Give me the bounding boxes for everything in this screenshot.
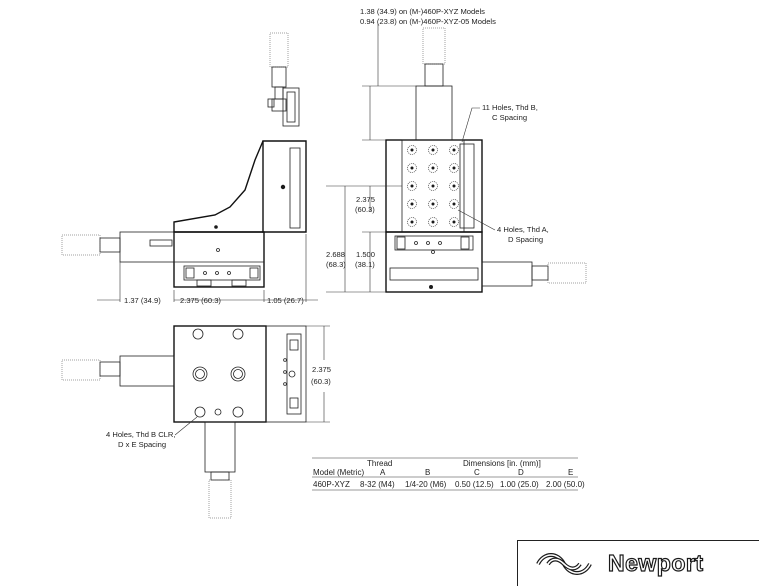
dim-60-3: (60.3) — [355, 205, 375, 214]
table-cell-c: 0.50 (12.5) — [455, 480, 494, 489]
front-view: 2.375 (60.3) 2.688 (68.3) 1.500 (38.1) 1… — [326, 7, 587, 293]
dim-side-60-3: (60.3) — [311, 377, 331, 386]
table-header-d: D — [518, 468, 524, 477]
holes-a-label: 4 Holes, Thd A, — [497, 225, 549, 234]
dim-1-37: 1.37 (34.9) — [124, 296, 161, 305]
table-header-e: E — [568, 468, 573, 477]
dim-2-688: 2.688 — [326, 250, 345, 259]
hole-pattern — [407, 145, 459, 227]
table-group-thread: Thread — [367, 459, 392, 468]
holes-b-spacing: C Spacing — [492, 113, 527, 122]
dim-38-1: (38.1) — [355, 260, 375, 269]
dim-2-375-horizontal: 2.375 (60.3) — [180, 296, 221, 305]
table-group-dimensions: Dimensions [in. (mm)] — [463, 459, 541, 468]
model-note-1: 1.38 (34.9) on (M-)460P-XYZ Models — [360, 7, 485, 16]
model-note-2: 0.94 (23.8) on (M-)460P-XYZ-05 Models — [360, 17, 496, 26]
table-cell-d: 1.00 (25.0) — [500, 480, 539, 489]
dim-1-500: 1.500 — [356, 250, 375, 259]
screw-icon — [280, 184, 286, 190]
table-header-c: C — [474, 468, 480, 477]
holes-bottom-spacing: D x E Spacing — [118, 440, 166, 449]
holes-a-spacing: D Spacing — [508, 235, 543, 244]
dim-68-3: (68.3) — [326, 260, 346, 269]
dim-1-05: 1.05 (26.7) — [267, 296, 304, 305]
logo-text: Newport — [607, 549, 704, 576]
newport-swoosh-icon — [536, 553, 592, 575]
specification-table: Thread Dimensions [in. (mm)] Model (Metr… — [312, 457, 585, 491]
table-header-a: A — [380, 468, 386, 477]
holes-bottom-label: 4 Holes, Thd B CLR, — [106, 430, 176, 439]
table-cell-model: 460P-XYZ — [313, 480, 350, 489]
table-cell-a: 8-32 (M4) — [360, 480, 395, 489]
holes-b-label: 11 Holes, Thd B, — [482, 103, 538, 112]
dim-2-375: 2.375 — [356, 195, 375, 204]
top-view: 2.375 (60.3) 4 Holes, Thd B CLR, D x E S… — [61, 325, 331, 519]
table-cell-b: 1/4-20 (M6) — [405, 480, 447, 489]
table-header-model: Model (Metric) — [313, 468, 364, 477]
newport-logo: Newport — [517, 540, 759, 586]
side-view: 1.37 (34.9) 2.375 (60.3) 1.05 (26.7) — [61, 32, 318, 305]
dim-side-2-375: 2.375 — [312, 365, 331, 374]
table-cell-e: 2.00 (50.0) — [546, 480, 585, 489]
table-header-b: B — [425, 468, 430, 477]
